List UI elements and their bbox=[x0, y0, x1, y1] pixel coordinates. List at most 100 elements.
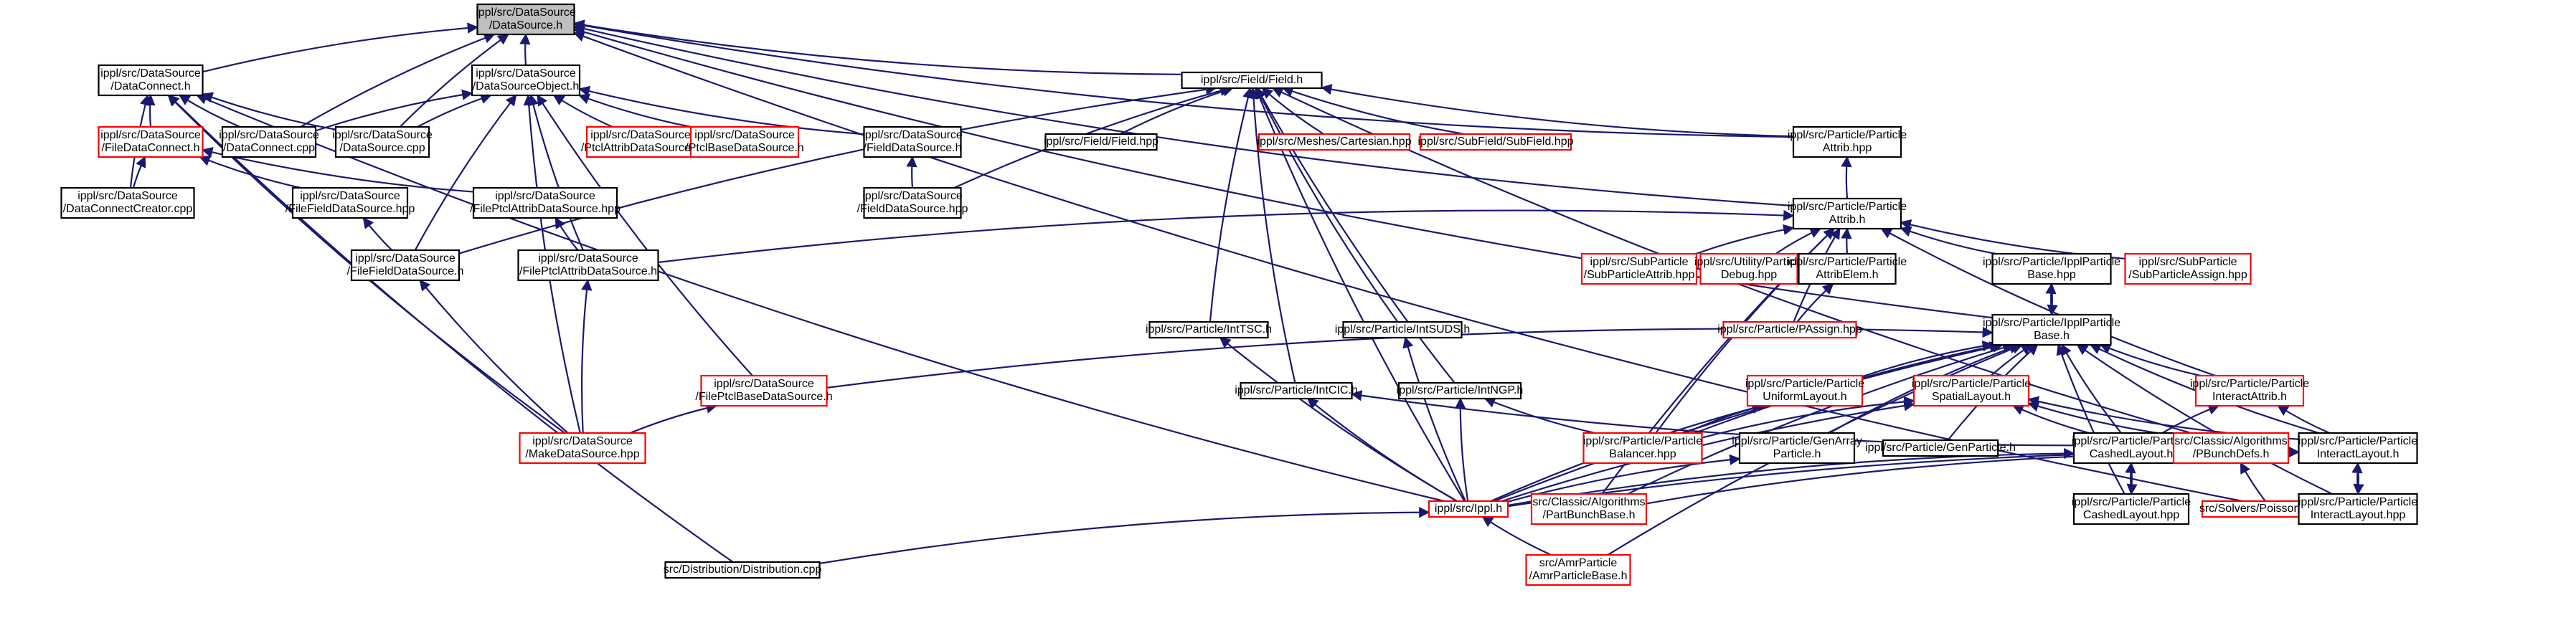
file-node[interactable]: src/Classic/Algorithms/PartBunchBase.h bbox=[1530, 493, 1648, 525]
file-node-label: ippl/src/DataSource bbox=[694, 129, 795, 141]
file-node-label: ippl/src/DataSource bbox=[532, 435, 633, 447]
file-node-box bbox=[221, 125, 317, 158]
file-node[interactable]: ippl/src/Particle/IntCIC.h bbox=[1235, 381, 1358, 400]
dependency-edge bbox=[1320, 84, 1794, 138]
dependency-edge bbox=[2061, 343, 2122, 434]
file-node-box bbox=[1044, 133, 1158, 151]
file-node[interactable]: ippl/src/Meshes/Cartesian.hpp bbox=[1257, 133, 1412, 151]
file-node-box bbox=[1882, 439, 1999, 457]
file-node[interactable]: src/AmrParticle/AmrParticleBase.h bbox=[1525, 553, 1631, 586]
file-node[interactable]: ippl/src/DataSource/DataSource.cpp bbox=[332, 125, 433, 158]
file-node[interactable]: ippl/src/DataSource/FieldDataSource.h bbox=[862, 125, 963, 158]
file-node[interactable]: ippl/src/SubField/SubField.hpp bbox=[1417, 133, 1574, 151]
file-node-box bbox=[291, 186, 409, 219]
file-node-box bbox=[1148, 320, 1269, 339]
file-node[interactable]: ippl/src/DataSource/MakeDataSource.hpp bbox=[519, 432, 646, 465]
file-node-label: ippl/src/Particle/IpplParticle bbox=[1983, 317, 2120, 329]
file-node[interactable]: ippl/src/DataSource/FilePtclAttribDataSo… bbox=[517, 249, 659, 282]
file-node-box bbox=[1991, 313, 2112, 346]
file-node[interactable]: ippl/src/DataSource/DataConnect.h bbox=[98, 64, 204, 97]
dependency-edge bbox=[578, 85, 864, 135]
file-node-label: CashedLayout.h bbox=[2090, 448, 2174, 460]
file-node[interactable]: ippl/src/DataSource/FileFieldDataSource.… bbox=[286, 186, 415, 219]
file-node[interactable]: ippl/src/DataSource/FileFieldDataSource.… bbox=[347, 249, 464, 282]
file-node[interactable]: ippl/src/Particle/IntTSC.h bbox=[1146, 320, 1272, 339]
file-node[interactable]: ippl/src/DataSource/PtclBaseDataSource.h bbox=[685, 125, 804, 158]
dependency-edge bbox=[1775, 227, 1822, 255]
dependency-edge bbox=[2027, 401, 2174, 437]
file-node-box bbox=[700, 374, 828, 407]
file-node-label: AttribElem.h bbox=[1816, 269, 1878, 281]
file-node[interactable]: ippl/src/Field/Field.hpp bbox=[1044, 133, 1159, 151]
file-node[interactable]: ippl/src/Particle/ParticleAttrib.hpp bbox=[1788, 125, 1907, 158]
file-node-label: ippl/src/Particle/Particle bbox=[1912, 378, 2031, 390]
file-node[interactable]: ippl/src/DataSource/FilePtclBaseDataSour… bbox=[695, 374, 833, 407]
file-node[interactable]: ippl/src/Particle/ParticleInteractLayout… bbox=[2298, 493, 2418, 525]
file-node[interactable]: ippl/src/DataSource/FieldDataSource.hpp bbox=[857, 186, 968, 219]
file-node-label: ippl/src/DataSource bbox=[862, 190, 963, 202]
file-node[interactable]: ippl/src/Particle/PAssign.hpp bbox=[1717, 320, 1862, 339]
file-node-label: /FieldDataSource.hpp bbox=[857, 203, 968, 215]
file-node[interactable]: ippl/src/Particle/ParticleAttrib.h bbox=[1788, 197, 1907, 230]
dependency-edge bbox=[1695, 224, 1795, 255]
dependency-edge bbox=[2126, 462, 2138, 495]
file-node-box bbox=[517, 249, 659, 282]
file-node[interactable]: ippl/src/SubParticle/SubParticleAttrib.h… bbox=[1580, 252, 1698, 285]
dependency-edge bbox=[399, 34, 509, 128]
file-node-label: Balancer.hpp bbox=[1609, 448, 1676, 460]
file-node-label: Base.hpp bbox=[2027, 269, 2076, 281]
file-node-box bbox=[1530, 493, 1648, 525]
file-node[interactable]: ippl/src/DataSource/FilePtclAttribDataSo… bbox=[470, 186, 621, 219]
file-node[interactable]: ippl/src/Particle/ParticleInteractAttrib… bbox=[2190, 374, 2309, 407]
dependency-edge bbox=[527, 94, 584, 251]
file-node-label: ippl/src/DataSource bbox=[219, 129, 319, 141]
file-node-box bbox=[1580, 252, 1698, 285]
file-node[interactable]: ippl/src/DataSource/DataSourceObject.h bbox=[471, 64, 581, 97]
file-node-label: ippl/src/Particle/Particle bbox=[2072, 435, 2191, 447]
dependency-edge bbox=[555, 217, 579, 251]
file-node-label: /FilePtclAttribDataSource.h bbox=[519, 265, 657, 277]
file-node-label: ippl/src/Particle/Particle bbox=[1788, 129, 1907, 141]
dependency-edge bbox=[580, 279, 593, 434]
file-node[interactable]: ippl/src/DataSource/FileDataConnect.h bbox=[98, 125, 204, 158]
file-node[interactable]: ippl/src/DataSource/DataConnect.cpp bbox=[219, 125, 319, 158]
file-node-box bbox=[476, 3, 575, 36]
file-node-box bbox=[1738, 432, 1856, 465]
file-node[interactable]: ippl/src/Field/Field.h bbox=[1181, 71, 1323, 90]
dependency-edge bbox=[1261, 87, 1324, 135]
file-node[interactable]: ippl/src/Particle/ParticleSpatialLayout.… bbox=[1912, 374, 2031, 407]
file-node[interactable]: src/Distribution/Distribution.cpp bbox=[664, 561, 822, 579]
file-node[interactable]: ippl/src/Particle/IntNGP.h bbox=[1397, 381, 1524, 400]
file-node-box bbox=[1428, 500, 1509, 518]
dependency-edge bbox=[362, 217, 393, 251]
dependency-edge bbox=[1494, 341, 2004, 503]
file-node[interactable]: ippl/src/DataSource/PtclAttribDataSource… bbox=[581, 125, 700, 158]
file-node-label: ippl/src/SubParticle bbox=[2139, 256, 2237, 268]
file-node[interactable]: ippl/src/DataSource/DataConnectCreator.c… bbox=[60, 186, 195, 219]
file-node[interactable]: ippl/src/Particle/ParticleInteractLayout… bbox=[2298, 432, 2418, 465]
dependency-edge bbox=[537, 94, 753, 376]
file-node[interactable]: src/Classic/Algorithms/PBunchDefs.h bbox=[2172, 432, 2290, 465]
file-node[interactable]: ippl/src/DataSource/DataSource.h bbox=[476, 3, 576, 36]
file-node[interactable]: ippl/src/Particle/ParticleCashedLayout.h… bbox=[2072, 493, 2191, 525]
file-node-label: src/AmrParticle bbox=[1539, 557, 1618, 569]
file-node[interactable]: ippl/src/SubParticle/SubParticleAssign.h… bbox=[2124, 252, 2252, 285]
file-node[interactable]: ippl/src/Particle/IntSUDS.h bbox=[1335, 320, 1471, 339]
dependency-edge bbox=[2161, 404, 2220, 434]
file-node[interactable]: ippl/src/Ippl.h bbox=[1428, 500, 1509, 518]
file-node-label: ippl/src/Particle/GenArray bbox=[1732, 435, 1862, 447]
file-node-label: SpatialLayout.h bbox=[1932, 391, 2011, 403]
file-node[interactable]: ippl/src/Particle/GenParticle.h bbox=[1865, 439, 2016, 457]
file-node[interactable]: ippl/src/Particle/ParticleUniformLayout.… bbox=[1745, 374, 1864, 407]
file-node-label: ippl/src/Utility/Particle bbox=[1694, 256, 1803, 268]
dependency-edge bbox=[2012, 404, 2090, 434]
file-node-label: /PartBunchBase.h bbox=[1543, 509, 1636, 521]
